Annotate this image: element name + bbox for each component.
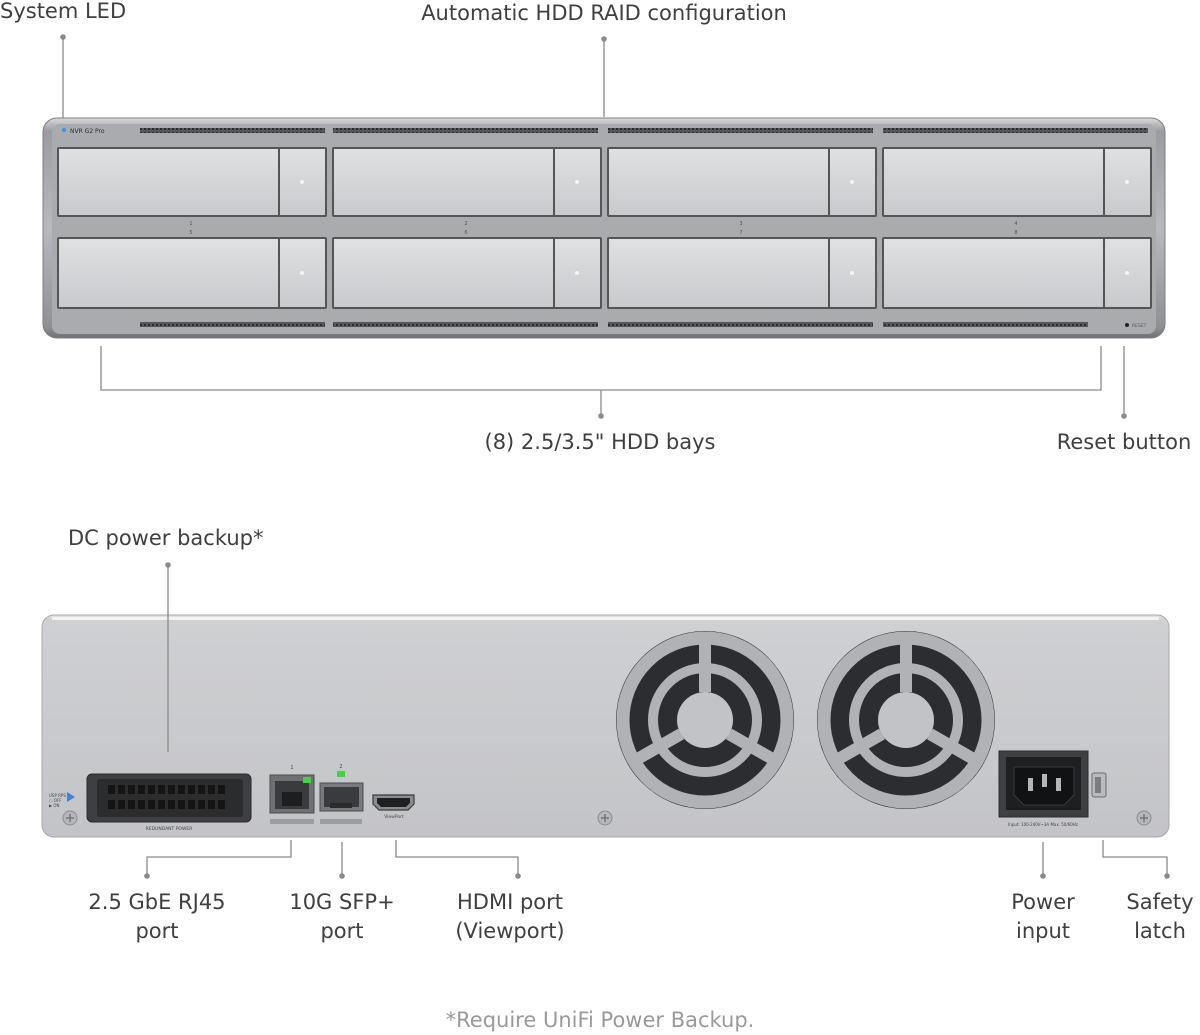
latch-callout-line-2: latch xyxy=(1134,919,1186,943)
raid-callout: Automatic HDD RAID configuration xyxy=(421,1,787,25)
bay-number-2: 2 xyxy=(464,221,467,227)
footnote: *Require UniFi Power Backup. xyxy=(445,1008,755,1032)
fan-icon xyxy=(817,631,995,809)
vent-top-4 xyxy=(883,128,1148,133)
power-input[interactable] xyxy=(998,750,1089,818)
power-callout-line-1: Power xyxy=(1011,890,1075,914)
vent-bottom-2 xyxy=(333,322,598,327)
rj45-callout-line-1: 2.5 GbE RJ45 xyxy=(88,890,226,914)
bay-number-6: 6 xyxy=(464,230,467,236)
hdd-bays-callout: (8) 2.5/3.5" HDD bays xyxy=(484,430,716,454)
redundant-power-label: REDUNDANT POWER xyxy=(146,826,193,832)
screw-icon xyxy=(1136,810,1152,826)
hdmi-callout-line-2: (Viewport) xyxy=(455,919,565,943)
sfp-port[interactable] xyxy=(319,782,364,812)
rear-leader-lines xyxy=(144,562,1170,879)
bay-4[interactable] xyxy=(882,147,1152,217)
port-label-strip xyxy=(270,819,314,824)
bay-number-8: 8 xyxy=(1014,230,1017,236)
switch-label-on: ▶ ON xyxy=(49,803,60,808)
vent-top-3 xyxy=(608,128,873,133)
play-icon xyxy=(67,792,75,802)
dc-power-connector[interactable] xyxy=(86,773,252,823)
screw-icon xyxy=(62,810,78,826)
safety-latch-callout: Safety latch xyxy=(1120,888,1200,946)
safety-latch[interactable] xyxy=(1091,772,1107,798)
bay-5[interactable] xyxy=(57,237,327,309)
hdmi-callout-line-1: HDMI port xyxy=(457,890,563,914)
rj45-callout-line-2: port xyxy=(135,919,179,943)
bay-3[interactable] xyxy=(607,147,877,217)
fan-icon xyxy=(616,631,794,809)
viewport-label: ViewPort xyxy=(384,814,404,820)
vent-bottom-3 xyxy=(608,322,873,327)
system-led-icon xyxy=(61,127,67,133)
link-led xyxy=(303,777,311,783)
sfp-callout-line-2: port xyxy=(320,919,364,943)
front-leader-lines xyxy=(60,34,1127,419)
bay-number-4: 4 xyxy=(1014,221,1017,227)
hdmi-port[interactable] xyxy=(372,794,415,811)
power-input-callout: Power input xyxy=(983,888,1103,946)
screw-icon xyxy=(597,810,613,826)
hdmi-callout: HDMI port (Viewport) xyxy=(430,888,590,946)
bay-6[interactable] xyxy=(332,237,602,309)
rj45-port[interactable] xyxy=(269,774,315,814)
sfp-callout-line-1: 10G SFP+ xyxy=(289,890,395,914)
switch-label-rps: USP RPS xyxy=(49,793,66,798)
port-label-strip xyxy=(320,819,362,824)
sfp-led xyxy=(337,771,345,777)
port-1-number: 1 xyxy=(290,765,293,771)
power-callout-line-2: input xyxy=(1015,919,1071,943)
bay-8[interactable] xyxy=(882,237,1152,309)
rps-switch[interactable]: USP RPS ○ OFF ▶ ON xyxy=(49,792,75,808)
dc-power-callout: DC power backup* xyxy=(68,526,264,550)
switch-label-off: ○ OFF xyxy=(49,798,62,803)
device-name: NVR G2 Pro xyxy=(70,128,105,135)
vent-top-1 xyxy=(140,128,325,133)
reset-marking: RESET xyxy=(1132,323,1147,329)
reset-button[interactable] xyxy=(1125,323,1129,327)
bay-2[interactable] xyxy=(332,147,602,217)
bay-number-3: 3 xyxy=(739,221,742,227)
bay-7[interactable] xyxy=(607,237,877,309)
vent-bottom-1 xyxy=(140,322,325,327)
latch-callout-line-1: Safety xyxy=(1126,890,1194,914)
bay-1[interactable] xyxy=(57,147,327,217)
bay-number-7: 7 xyxy=(739,230,742,236)
power-spec: Input: 100-240V~3A Max. 50/60Hz xyxy=(1008,822,1078,827)
port-2-number: 2 xyxy=(339,764,342,770)
reset-callout: Reset button xyxy=(1056,430,1192,454)
bay-number-5: 5 xyxy=(189,230,192,236)
rj45-callout: 2.5 GbE RJ45 port xyxy=(57,888,257,946)
vent-bottom-4 xyxy=(883,322,1088,327)
sfp-callout: 10G SFP+ port xyxy=(262,888,422,946)
vent-top-2 xyxy=(333,128,598,133)
bay-number-1: 1 xyxy=(189,221,192,227)
system-led-callout: System LED xyxy=(0,0,127,23)
